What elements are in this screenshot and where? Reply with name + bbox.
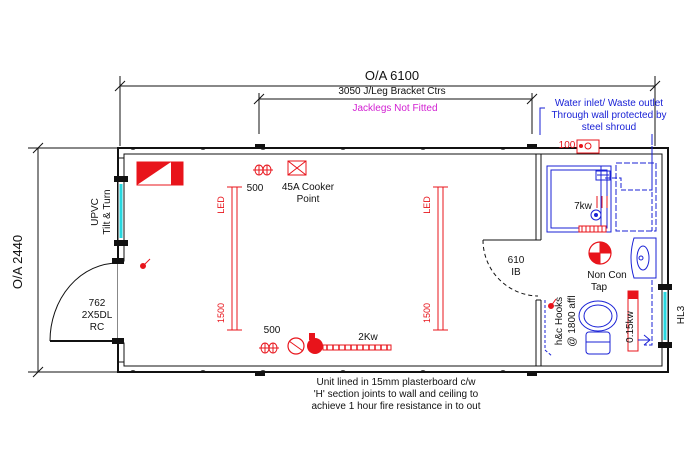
heater-label: 2Kw <box>358 332 378 343</box>
leg-brackets <box>255 144 537 376</box>
double-socket-bottom <box>259 342 279 354</box>
double-socket-top <box>253 164 273 176</box>
internal-door-swing <box>482 239 539 297</box>
internal-door-label: 610 IB <box>508 255 525 278</box>
led-light-2 <box>433 186 448 331</box>
water-heater <box>578 196 608 233</box>
consumer-unit <box>136 161 184 186</box>
svg-text:Point: Point <box>297 194 320 205</box>
overall-width-dimension <box>28 142 118 378</box>
entrance-door[interactable] <box>49 258 125 344</box>
overall-length-label: O/A 6100 <box>365 68 419 83</box>
svg-text:Through wall protected by: Through wall protected by <box>551 110 666 121</box>
cooker-point <box>287 160 307 176</box>
extract-fan <box>627 290 651 352</box>
svg-text:'H' section joints to wall and: 'H' section joints to wall and ceiling t… <box>314 389 479 400</box>
socket-top-height: 500 <box>247 183 264 194</box>
left-window <box>114 176 128 246</box>
right-window <box>658 284 672 348</box>
non-con-tap-symbol <box>588 241 612 265</box>
leg-centres-dimension <box>253 93 538 134</box>
svg-text:45A Cooker: 45A Cooker <box>282 182 335 193</box>
wall-corrugation <box>129 147 507 373</box>
svg-text:Tilt & Turn: Tilt & Turn <box>102 189 113 234</box>
leg-centres-label: 3050 J/Leg Bracket Ctrs <box>338 86 445 97</box>
svg-text:IB: IB <box>511 267 521 278</box>
water-heater-kw: 7kw <box>574 201 593 212</box>
lining-note: Unit lined in 15mm plasterboard c/w 'H' … <box>312 377 481 412</box>
light-switch <box>140 258 151 269</box>
jacklegs-note: Jacklegs Not Fitted <box>352 103 437 114</box>
water-pipe-top <box>604 146 653 231</box>
extract-fan-label: 0.15kw <box>625 310 636 342</box>
water-pipe-bottom <box>644 280 653 346</box>
svg-text:Water inlet/ Waste outlet: Water inlet/ Waste outlet <box>555 98 663 109</box>
hooks-rail <box>544 300 553 357</box>
led-light-1-length: 1500 <box>216 303 226 323</box>
svg-text:100: 100 <box>559 140 576 151</box>
toilet <box>578 300 618 355</box>
hook-switch <box>548 298 557 309</box>
svg-text:610: 610 <box>508 255 525 266</box>
svg-text:@ 1800 affl: @ 1800 affl <box>567 295 578 346</box>
internal-partition <box>483 154 542 366</box>
overall-width-label: O/A 2440 <box>10 235 25 289</box>
svg-text:achieve 1 hour fire resistance: achieve 1 hour fire resistance in to out <box>312 401 481 412</box>
entrance-door-label: 762 2X5DL RC <box>82 298 113 333</box>
svg-text:Non Con: Non Con <box>587 270 626 281</box>
heater <box>287 333 392 355</box>
water-heater-fuse: 100 <box>559 139 600 154</box>
socket-bottom-height: 500 <box>264 325 281 336</box>
overall-length-dimension <box>114 76 661 146</box>
water-inlet-note: Water inlet/ Waste outlet Through wall p… <box>539 98 667 145</box>
svg-text:2X5DL: 2X5DL <box>82 310 113 321</box>
led-light-1-type: LED <box>216 196 226 214</box>
left-window-label: UPVC Tilt & Turn <box>90 189 113 234</box>
cooker-point-label: 45A Cooker Point <box>282 182 335 205</box>
svg-text:Unit lined in 15mm plasterboar: Unit lined in 15mm plasterboard c/w <box>317 377 477 388</box>
non-con-tap-label: Non Con Tap <box>587 270 626 293</box>
svg-text:Tap: Tap <box>591 282 608 293</box>
svg-text:steel shroud: steel shroud <box>582 122 636 133</box>
right-window-label: HL3 <box>676 305 687 324</box>
svg-text:h&c Hooks: h&c Hooks <box>554 297 565 345</box>
svg-text:RC: RC <box>90 322 104 333</box>
led-light-1 <box>227 186 242 331</box>
hooks-label: h&c Hooks @ 1800 affl <box>554 295 578 346</box>
led-light-2-length: 1500 <box>422 303 432 323</box>
wash-basin <box>630 237 657 279</box>
svg-text:762: 762 <box>89 298 106 309</box>
svg-text:UPVC: UPVC <box>90 198 101 226</box>
led-light-2-type: LED <box>422 196 432 214</box>
